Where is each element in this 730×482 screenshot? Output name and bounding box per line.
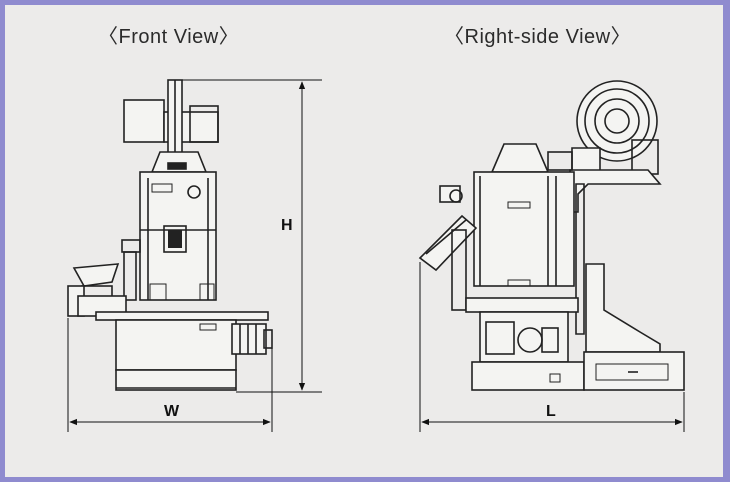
height-dimension-label: H bbox=[281, 217, 293, 234]
side-dimension-lines bbox=[419, 262, 685, 432]
length-dimension-label: L bbox=[546, 403, 556, 420]
front-view-title: 〈Front View〉 bbox=[98, 26, 240, 48]
side-view-title: 〈Right-side View〉 bbox=[444, 26, 632, 48]
front-view-machine bbox=[67, 79, 273, 391]
width-dimension-label: W bbox=[164, 403, 180, 420]
front-dimension-lines bbox=[67, 79, 322, 432]
side-view-machine bbox=[418, 80, 685, 391]
